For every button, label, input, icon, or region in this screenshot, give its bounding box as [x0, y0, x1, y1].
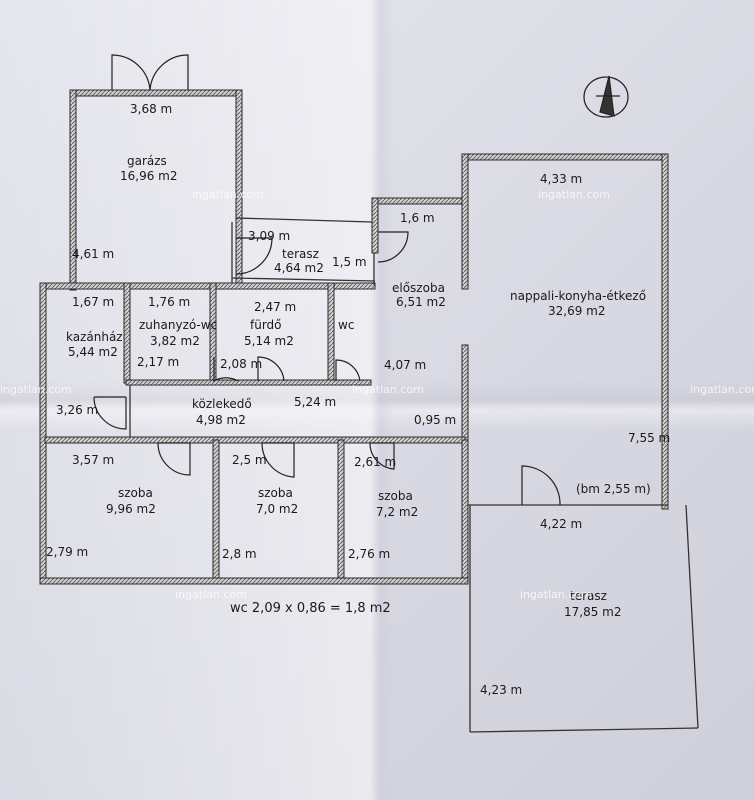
watermark: ingatlan.com — [352, 383, 424, 396]
hall-area: 6,51 m2 — [396, 295, 446, 309]
boiler-name: kazánház — [66, 330, 123, 344]
living-note: (bm 2,55 m) — [576, 482, 651, 496]
wall-garage-left — [69, 89, 77, 291]
watermark: ingatlan.com — [520, 588, 592, 601]
room3-length: 2,76 m — [348, 547, 390, 561]
bath-length: 2,08 m — [220, 357, 262, 371]
garage-door-left — [111, 54, 151, 91]
hall-name: előszoba — [392, 281, 445, 295]
bath-width: 2,47 m — [254, 300, 296, 314]
hall-length: 4,07 m — [384, 358, 426, 372]
watermark: ingatlan.com — [538, 188, 610, 201]
terrace-big-length: 4,23 m — [480, 683, 522, 697]
wall-bath-right — [327, 282, 335, 384]
wall-boiler-right — [123, 282, 131, 384]
wall-room1-right — [212, 439, 220, 581]
terrace-small-name: terasz — [282, 247, 319, 261]
boiler-door — [93, 396, 127, 430]
terrace-small-width: 3,09 m — [248, 229, 290, 243]
shower-area: 3,82 m2 — [150, 334, 200, 348]
walls — [39, 89, 669, 585]
room1-name: szoba — [118, 486, 153, 500]
hall-width: 1,6 m — [400, 211, 435, 225]
living-side: 0,95 m — [414, 413, 456, 427]
garage-width: 3,68 m — [130, 102, 172, 116]
terrace-big-bottom — [469, 727, 699, 733]
bath-name: fürdő — [250, 318, 282, 332]
wall-bath-bottom — [125, 379, 372, 386]
terrace-big-name: terasz — [570, 589, 607, 603]
watermarks: ingatlan.com ingatlan.com ingatlan.com i… — [0, 188, 754, 601]
north-arrow-icon — [583, 75, 629, 118]
wall-living-left-upper — [461, 153, 469, 290]
wc-door — [335, 359, 361, 382]
shower-width: 1,76 m — [148, 295, 190, 309]
living-width-bottom: 4,22 m — [540, 517, 582, 531]
room-labels: 3,68 m garázs 16,96 m2 4,61 m 3,09 m ter… — [46, 102, 670, 697]
bath-door — [257, 356, 285, 382]
room1-width: 3,57 m — [72, 453, 114, 467]
hall-door — [377, 231, 409, 263]
corridor-length: 5,24 m — [294, 395, 336, 409]
corridor-name: közlekedő — [192, 397, 252, 411]
room3-name: szoba — [378, 489, 413, 503]
wall-hall-left — [371, 197, 379, 254]
living-length: 7,55 m — [628, 431, 670, 445]
wall-bottom-outer — [39, 577, 469, 585]
room2-name: szoba — [258, 486, 293, 500]
wall-room3-right — [461, 439, 469, 581]
room3-area: 7,2 m2 — [376, 505, 418, 519]
wall-shower-right — [209, 282, 217, 384]
wall-garage-top — [69, 89, 243, 97]
garage-door-right — [149, 54, 189, 91]
wall-living-right — [661, 153, 669, 510]
boiler-width: 1,67 m — [72, 295, 114, 309]
room2-length: 2,8 m — [222, 547, 257, 561]
terrace-big-area: 17,85 m2 — [564, 605, 622, 619]
watermark: ingatlan.com — [175, 588, 247, 601]
room3-door — [369, 442, 395, 470]
garage-length: 4,61 m — [72, 247, 114, 261]
thin-lines — [129, 217, 699, 733]
wall-room2-right — [337, 439, 345, 581]
room1-area: 9,96 m2 — [106, 502, 156, 516]
bath-area: 5,14 m2 — [244, 334, 294, 348]
living-width: 4,33 m — [540, 172, 582, 186]
wall-hall-top — [371, 197, 463, 205]
room1-door — [157, 442, 191, 476]
terrace-small-area: 4,64 m2 — [274, 261, 324, 275]
room2-area: 7,0 m2 — [256, 502, 298, 516]
living-area: 32,69 m2 — [548, 304, 606, 318]
shower-length: 2,17 m — [137, 355, 179, 369]
room1-length: 2,79 m — [46, 545, 88, 559]
terrace-small-length: 1,5 m — [332, 255, 367, 269]
watermark: ingatlan.com — [0, 383, 72, 396]
watermark: ingatlan.com — [690, 383, 754, 396]
terrace-small-bottom — [231, 277, 376, 282]
wall-living-top — [461, 153, 668, 161]
boiler-area: 5,44 m2 — [68, 345, 118, 359]
living-name: nappali-konyha-étkező — [510, 289, 646, 303]
garage-area: 16,96 m2 — [120, 169, 178, 183]
corridor-area: 4,98 m2 — [196, 413, 246, 427]
living-door — [521, 465, 561, 506]
wc-formula: wc 2,09 x 0,86 = 1,8 m2 — [230, 601, 391, 616]
room2-width: 2,5 m — [232, 453, 267, 467]
room2-door — [261, 442, 295, 478]
boiler-length: 3,26 m — [56, 403, 98, 417]
terrace-big-right — [685, 504, 699, 729]
shower-door — [213, 357, 239, 383]
wc-name: wc — [338, 318, 354, 332]
watermark: ingatlan.com — [192, 188, 264, 201]
wall-corridor-bottom — [44, 436, 466, 444]
terrace-small-top — [235, 217, 373, 223]
wall-left-outer — [39, 282, 47, 584]
doors — [93, 54, 561, 506]
terrace-door — [235, 237, 273, 275]
garage-name: garázs — [127, 154, 167, 168]
room3-width: 2,61 m — [354, 455, 396, 469]
shower-name: zuhanyzó-wc — [139, 318, 217, 332]
